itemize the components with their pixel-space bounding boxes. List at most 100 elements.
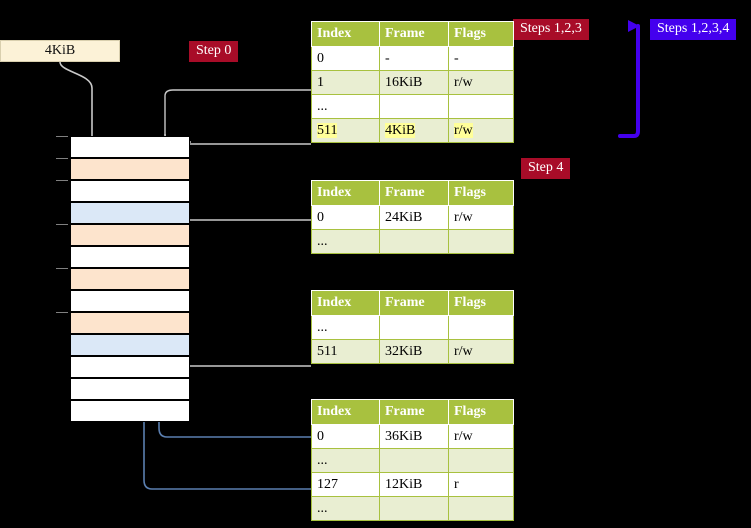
memory-frame-row (70, 180, 190, 202)
memory-frame-row (70, 312, 190, 334)
column-header-index: Index (311, 290, 380, 316)
badge-steps-1234-label: Steps 1,2,3,4 (657, 21, 730, 36)
memory-frame-row (70, 356, 190, 378)
wire-pdpt-to-memory (175, 141, 311, 264)
memory-frame-row (70, 378, 190, 400)
cell-index: ... (311, 94, 380, 119)
memory-frame-row (70, 202, 190, 224)
cell-frame: 32KiB (379, 339, 449, 364)
memory-frame-row (70, 400, 190, 422)
table-row: ... (311, 496, 514, 521)
table-row: 511 4KiB r/w (311, 118, 514, 143)
cell-flags: r/w (448, 205, 514, 230)
memory-frame-row (70, 136, 190, 158)
memory-frame-tick (56, 158, 68, 159)
memory-frame-row (70, 334, 190, 356)
cell-frame: 16KiB (379, 70, 449, 95)
cell-index: ... (311, 229, 380, 254)
cell-index: ... (311, 315, 380, 340)
cell-flags: - (448, 46, 514, 71)
memory-frame-row (70, 158, 190, 180)
table-row: ... (311, 315, 514, 340)
cell-index: 0 (311, 424, 380, 449)
memory-frame-tick (56, 312, 68, 313)
cell-frame: - (379, 46, 449, 71)
cell-highlight: r/w (454, 122, 473, 138)
column-header-frame: Frame (379, 290, 449, 316)
memory-frame-row (70, 268, 190, 290)
cell-index: 511 (311, 339, 380, 364)
cell-index: 0 (311, 46, 380, 71)
badge-step-0-label: Step 0 (196, 43, 232, 58)
cell-highlight: 511 (317, 122, 338, 138)
table-row: ... (311, 448, 514, 473)
cell-frame (379, 448, 449, 473)
column-header-flags: Flags (448, 180, 514, 206)
cell-index: 127 (311, 472, 380, 497)
memory-frame-tick (56, 180, 68, 181)
cell-frame: 36KiB (379, 424, 449, 449)
physical-memory-column (70, 136, 190, 422)
source-frame-box: 4KiB (0, 40, 120, 62)
cell-flags: r/w (448, 70, 514, 95)
cell-frame (379, 229, 449, 254)
memory-frame-tick (56, 268, 68, 269)
steps-bracket (618, 20, 640, 138)
cell-frame (379, 94, 449, 119)
cell-index: 1 (311, 70, 380, 95)
table-row: ... (311, 229, 514, 254)
cell-flags (448, 448, 514, 473)
cell-flags: r (448, 472, 514, 497)
cell-frame (379, 496, 449, 521)
badge-step-4-label: Step 4 (528, 160, 564, 175)
cell-index: ... (311, 448, 380, 473)
column-header-flags: Flags (448, 399, 514, 425)
badge-steps-123: Steps 1,2,3 (513, 19, 589, 40)
column-header-frame: Frame (379, 399, 449, 425)
badge-step-4: Step 4 (521, 158, 571, 179)
cell-flags (448, 229, 514, 254)
cell-flags (448, 315, 514, 340)
column-header-frame: Frame (379, 21, 449, 47)
memory-frame-tick (56, 136, 68, 137)
table-row: 0-- (311, 46, 514, 71)
column-header-frame: Frame (379, 180, 449, 206)
cell-frame (379, 315, 449, 340)
column-header-index: Index (311, 180, 380, 206)
table-row: ... (311, 94, 514, 119)
memory-frame-row (70, 246, 190, 268)
column-header-index: Index (311, 21, 380, 47)
cell-index: 0 (311, 205, 380, 230)
cell-frame: 4KiB (379, 118, 449, 143)
cell-flags (448, 496, 514, 521)
cell-flags: r/w (448, 424, 514, 449)
badge-steps-123-label: Steps 1,2,3 (520, 21, 582, 36)
cell-index: 511 (311, 118, 380, 143)
cell-flags: r/w (448, 339, 514, 364)
cell-frame: 24KiB (379, 205, 449, 230)
column-header-index: Index (311, 399, 380, 425)
column-header-flags: Flags (448, 290, 514, 316)
cell-highlight: 4KiB (385, 122, 416, 138)
cell-flags: r/w (448, 118, 514, 143)
wire-pd-to-memory (170, 317, 311, 367)
cell-index: ... (311, 496, 380, 521)
memory-frame-tick (56, 224, 68, 225)
cell-flags (448, 94, 514, 119)
badge-step-0: Step 0 (189, 41, 239, 62)
memory-frame-row (70, 224, 190, 246)
column-header-flags: Flags (448, 21, 514, 47)
source-frame-label: 4KiB (44, 43, 76, 58)
badge-steps-1234: Steps 1,2,3,4 (650, 19, 737, 40)
cell-frame: 12KiB (379, 472, 449, 497)
